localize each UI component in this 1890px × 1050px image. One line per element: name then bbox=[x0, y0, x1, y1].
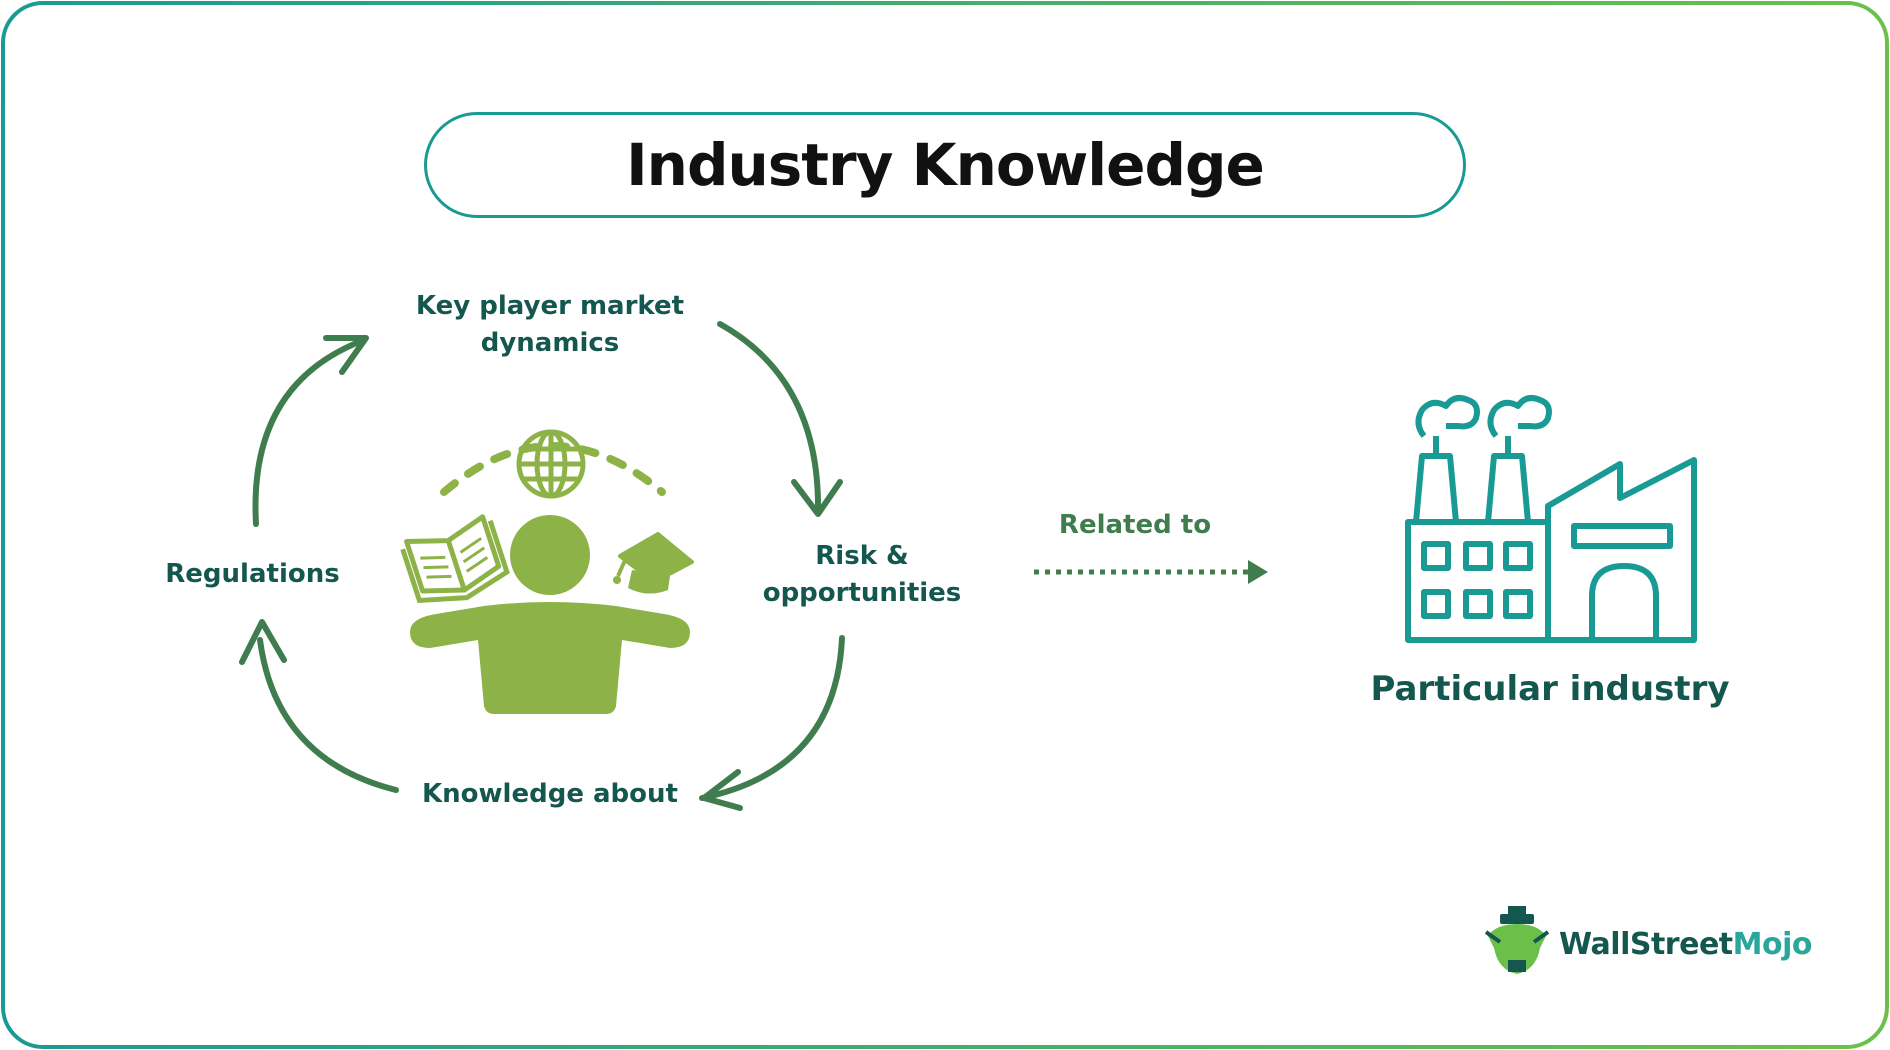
cycle-arrowhead-top-left bbox=[323, 335, 369, 375]
book-icon bbox=[400, 514, 510, 604]
factory-icon bbox=[1405, 395, 1697, 643]
label-particular-industry: Particular industry bbox=[1370, 669, 1730, 709]
label-related-to: Related to bbox=[1058, 510, 1212, 540]
title-box: Industry Knowledge bbox=[424, 112, 1466, 218]
cycle-arrow-icon bbox=[239, 321, 845, 811]
cycle-arrowhead-bottom-left bbox=[239, 619, 287, 665]
globe-icon bbox=[516, 429, 586, 499]
label-key-player-text: Key player market dynamics bbox=[415, 291, 685, 358]
logo-part-1: WallStreet bbox=[1559, 926, 1733, 962]
logo-mascot-icon bbox=[1484, 906, 1550, 974]
dotted-arrow-icon bbox=[1034, 560, 1268, 584]
cycle-arrow-bottom-right bbox=[699, 635, 845, 801]
cycle-arrow-bottom-left bbox=[257, 637, 399, 793]
logo-part-2: Mojo bbox=[1732, 926, 1813, 962]
cycle-arrow-top-right bbox=[717, 321, 822, 515]
brand-logo: WallStreetMojo bbox=[1482, 908, 1812, 980]
cycle-arrowhead-top-right bbox=[791, 479, 843, 517]
cycle-arrowhead-bottom-right bbox=[701, 769, 743, 811]
label-regulations: Regulations bbox=[165, 559, 340, 589]
label-risk-text: Risk & opportunities bbox=[762, 541, 962, 608]
person-icon bbox=[410, 515, 690, 714]
graduation-cap-icon bbox=[613, 532, 694, 594]
cycle-arrow-top-left bbox=[252, 337, 367, 527]
label-key-player-market-dynamics: Key player market dynamics bbox=[410, 288, 690, 362]
label-risk-opportunities: Risk & opportunities bbox=[752, 538, 972, 612]
label-knowledge-about: Knowledge about bbox=[422, 779, 678, 809]
page-title: Industry Knowledge bbox=[626, 131, 1265, 199]
logo-wordmark: WallStreetMojo bbox=[1559, 927, 1812, 962]
